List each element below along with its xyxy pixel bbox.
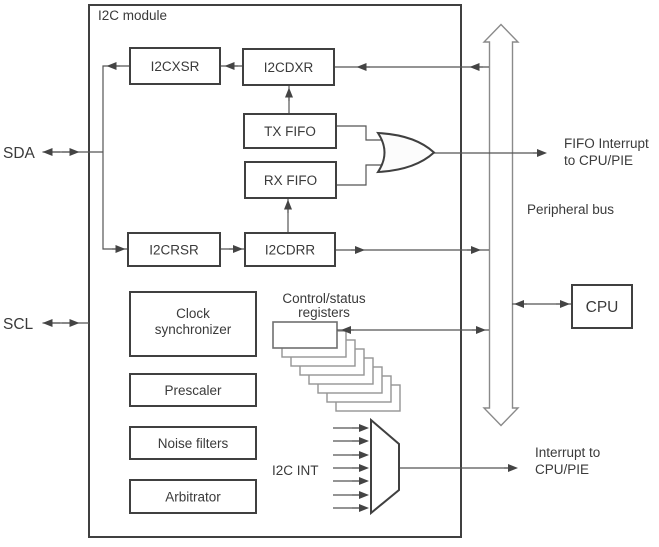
- noise-filters-label: Noise filters: [158, 436, 229, 451]
- clock-sync-label-line2: synchronizer: [155, 322, 232, 337]
- txfifo-to-orgate-wire: [336, 125, 386, 141]
- registers-label-line1: Control/status: [282, 291, 366, 306]
- register-card-front: [272, 321, 338, 349]
- rxfifo-to-orgate-wire: [336, 164, 386, 186]
- module-title: I2C module: [98, 8, 167, 23]
- i2cdxr-box: [242, 48, 335, 86]
- i2cdrr-label: I2CDRR: [265, 243, 316, 258]
- rx-fifo-box: [244, 161, 337, 199]
- sda-pin-label: SDA: [3, 145, 36, 162]
- interrupt-label-line2: CPU/PIE: [535, 462, 589, 477]
- tx-fifo-label: TX FIFO: [264, 124, 316, 139]
- register-stack: [272, 321, 401, 412]
- i2cdxr-label: I2CDXR: [264, 60, 314, 75]
- rx-fifo-label: RX FIFO: [264, 173, 317, 188]
- i2cdrr-box: [244, 232, 336, 267]
- shift-register-spine: [102, 65, 130, 250]
- tx-fifo-box: [243, 113, 337, 149]
- interrupt-label-line1: Interrupt to: [535, 445, 600, 460]
- registers-label-line2: registers: [298, 305, 350, 320]
- i2crsr-box: [127, 232, 221, 267]
- i2c-int-label: I2C INT: [272, 463, 319, 478]
- or-gate: [376, 131, 436, 174]
- arbitrator-box: [129, 479, 257, 514]
- i2c-module-box: [88, 4, 462, 538]
- i2crsr-label: I2CRSR: [149, 243, 199, 258]
- arrowheads: [42, 62, 570, 512]
- prescaler-label: Prescaler: [164, 383, 222, 398]
- peripheral-bus-arrow: [482, 23, 520, 427]
- i2cxsr-label: I2CXSR: [151, 59, 200, 74]
- fifo-interrupt-label-line2: to CPU/PIE: [564, 153, 633, 168]
- fifo-interrupt-label-line1: FIFO Interrupt: [564, 136, 649, 151]
- arbitrator-label: Arbitrator: [165, 490, 221, 505]
- interrupt-mux: [370, 417, 400, 516]
- noise-filters-box: [129, 426, 257, 460]
- cpu-label: CPU: [586, 299, 619, 316]
- cpu-box: [571, 284, 633, 329]
- scl-pin-label: SCL: [3, 316, 34, 333]
- i2cxsr-box: [129, 47, 221, 85]
- peripheral-bus-label: Peripheral bus: [527, 202, 614, 217]
- prescaler-box: [129, 373, 257, 407]
- clock-sync-label-line1: Clock: [176, 306, 210, 321]
- clock-synchronizer-box: [129, 291, 257, 357]
